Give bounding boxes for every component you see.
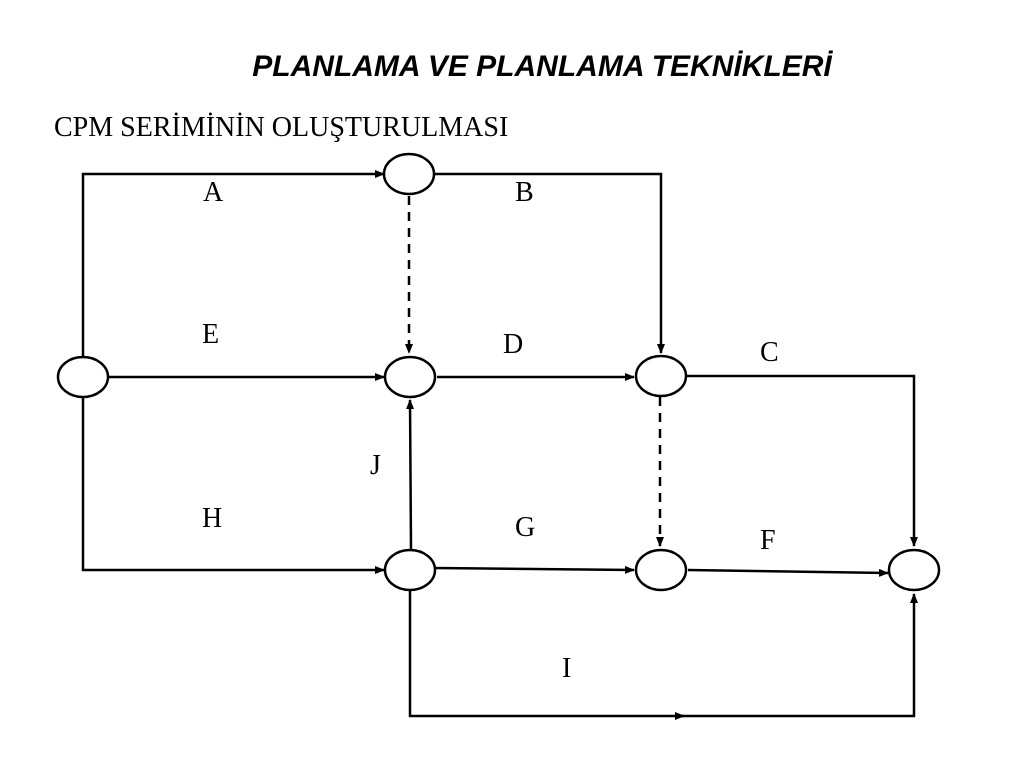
edge-G [433,565,635,574]
node-4 [634,354,688,398]
label-D: D [503,329,523,360]
edge-J [406,399,415,550]
edge-H [81,397,385,574]
edge-C [686,374,918,547]
edge-I-part1 [408,591,685,720]
label-I: I [562,653,571,684]
edge-I-part2 [680,593,918,718]
node-6 [634,548,688,592]
node-7 [887,548,941,592]
label-H: H [202,503,222,534]
label-J: J [370,450,381,481]
node-1 [56,355,110,399]
diagram-subtitle: CPM SERİMİNİN OLUŞTURULMASI [54,112,509,143]
node-5 [383,548,437,592]
edge-F [687,568,889,577]
edge-A [81,170,385,357]
label-A: A [203,177,224,208]
label-E: E [202,319,219,350]
page-title: PLANLAMA VE PLANLAMA TEKNİKLERİ [252,50,832,83]
edge-B [434,172,665,354]
node-3 [383,355,437,399]
label-G: G [515,512,535,543]
label-C: C [760,337,779,368]
label-F: F [760,525,776,556]
node-2 [382,152,436,196]
label-B: B [515,177,534,208]
